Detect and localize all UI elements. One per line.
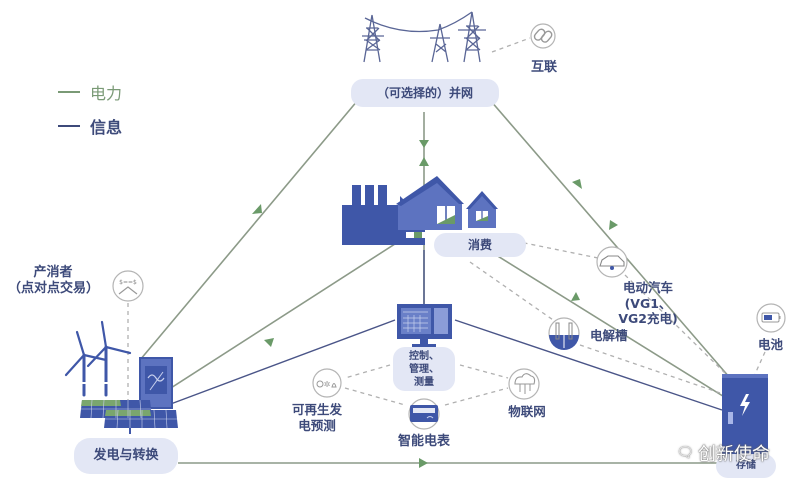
solar-panels xyxy=(80,399,178,434)
legend-info-swatch xyxy=(58,125,80,127)
power-line-generation-grid xyxy=(139,99,359,361)
dashed-electrolyzer-storage xyxy=(579,344,727,396)
currency-exchange-icon: $==$ xyxy=(112,270,144,302)
smart-meter-label: 智能电表 xyxy=(397,434,450,449)
legend-power-label: 电力 xyxy=(90,84,123,103)
svg-text:✲: ✲ xyxy=(324,380,331,389)
arrow-right-generation-storage xyxy=(419,458,428,468)
electrolyzer-icon xyxy=(548,317,580,350)
watermark-label: 创新使命 xyxy=(698,444,770,465)
wechat-icon: 🗨 xyxy=(676,445,694,461)
battery-icon xyxy=(756,303,786,333)
dashed-ev-storage xyxy=(624,274,731,379)
dashed-consumption-electrolyzer xyxy=(469,261,557,323)
prosumer-label-line2: （点对点交易） xyxy=(8,281,100,297)
smart-meter-icon xyxy=(408,398,440,430)
wind-solar-icon xyxy=(64,320,178,434)
dashed-control-iot xyxy=(459,364,509,379)
info-line-control-storage xyxy=(454,319,723,411)
dashed-meter-iot xyxy=(444,387,509,406)
prosumer-label-line1: 产消者 xyxy=(33,265,73,280)
watermark: 🗨 创新使命 xyxy=(676,440,770,466)
cloud-network-icon xyxy=(508,368,540,400)
control-label-line1: 控制、 xyxy=(409,350,439,362)
arrow-up-consumption-grid xyxy=(419,157,429,166)
arrow-up-generation-consumption xyxy=(264,338,274,347)
legend-item-power: 电力 xyxy=(58,80,122,104)
battery-label: 电池 xyxy=(758,337,784,352)
legend-item-info: 信息 xyxy=(58,114,122,138)
iot-label: 物联网 xyxy=(508,404,546,419)
control-node-label: 控制、 管理、 测量 xyxy=(393,347,455,391)
ev-label-line1: 电动汽车 xyxy=(622,280,673,295)
ev-label: 电动汽车 (VG1、 VG2充电) xyxy=(612,280,684,327)
info-line-generation-control xyxy=(167,319,396,406)
monitor-icon xyxy=(397,304,452,347)
arrow-down-consumption-ev xyxy=(571,292,580,301)
factory-house-icon xyxy=(342,176,498,245)
storage-cabinet-icon xyxy=(722,374,768,462)
weather-icon: ✲ xyxy=(312,368,342,398)
dashed-renewable-meter xyxy=(344,387,406,406)
info-lines xyxy=(167,250,723,411)
storage-node-label: 存储 xyxy=(716,454,776,478)
flow-arrows xyxy=(252,140,618,468)
dashed-battery-storage xyxy=(754,351,766,375)
svg-text:$==$: $==$ xyxy=(119,279,137,286)
legend-info-label: 信息 xyxy=(90,118,123,137)
consumption-node-label: 消费 xyxy=(434,233,526,257)
power-line-consumption-storage xyxy=(479,244,727,399)
renewable-label-line2: 电预测 xyxy=(298,417,336,433)
renewable-label-line1: 可再生发 xyxy=(291,402,342,417)
control-label-line3: 测量 xyxy=(414,376,434,388)
legend-power-swatch xyxy=(58,91,80,93)
dashed-grid-interconnect xyxy=(491,37,531,53)
arrow-down-grid-storage-1 xyxy=(572,179,582,189)
arrow-up-generation-grid xyxy=(252,204,262,214)
generation-node-label: 发电与转换 xyxy=(74,438,178,474)
grid-node-label: （可选择的）并网 xyxy=(351,79,499,107)
ev-label-line2: (VG1、 xyxy=(624,295,672,311)
interconnect-label: 互联 xyxy=(531,60,558,75)
arrow-down-grid-consumption xyxy=(419,140,429,148)
chain-link-icon xyxy=(530,23,556,49)
electrolyzer-label: 电解槽 xyxy=(590,328,628,343)
prosumer-label: 产消者 （点对点交易） xyxy=(8,265,100,298)
renewable-forecast-label: 可再生发 电预测 xyxy=(285,402,349,433)
power-tower-icon xyxy=(362,11,486,63)
control-label-line2: 管理、 xyxy=(409,363,439,375)
arrow-up-grid-storage-2 xyxy=(609,220,618,230)
ev-label-line3: VG2充电) xyxy=(618,311,678,327)
dashed-control-renewable xyxy=(344,364,391,379)
power-line-grid-storage xyxy=(489,99,731,379)
electric-car-icon xyxy=(596,246,628,278)
